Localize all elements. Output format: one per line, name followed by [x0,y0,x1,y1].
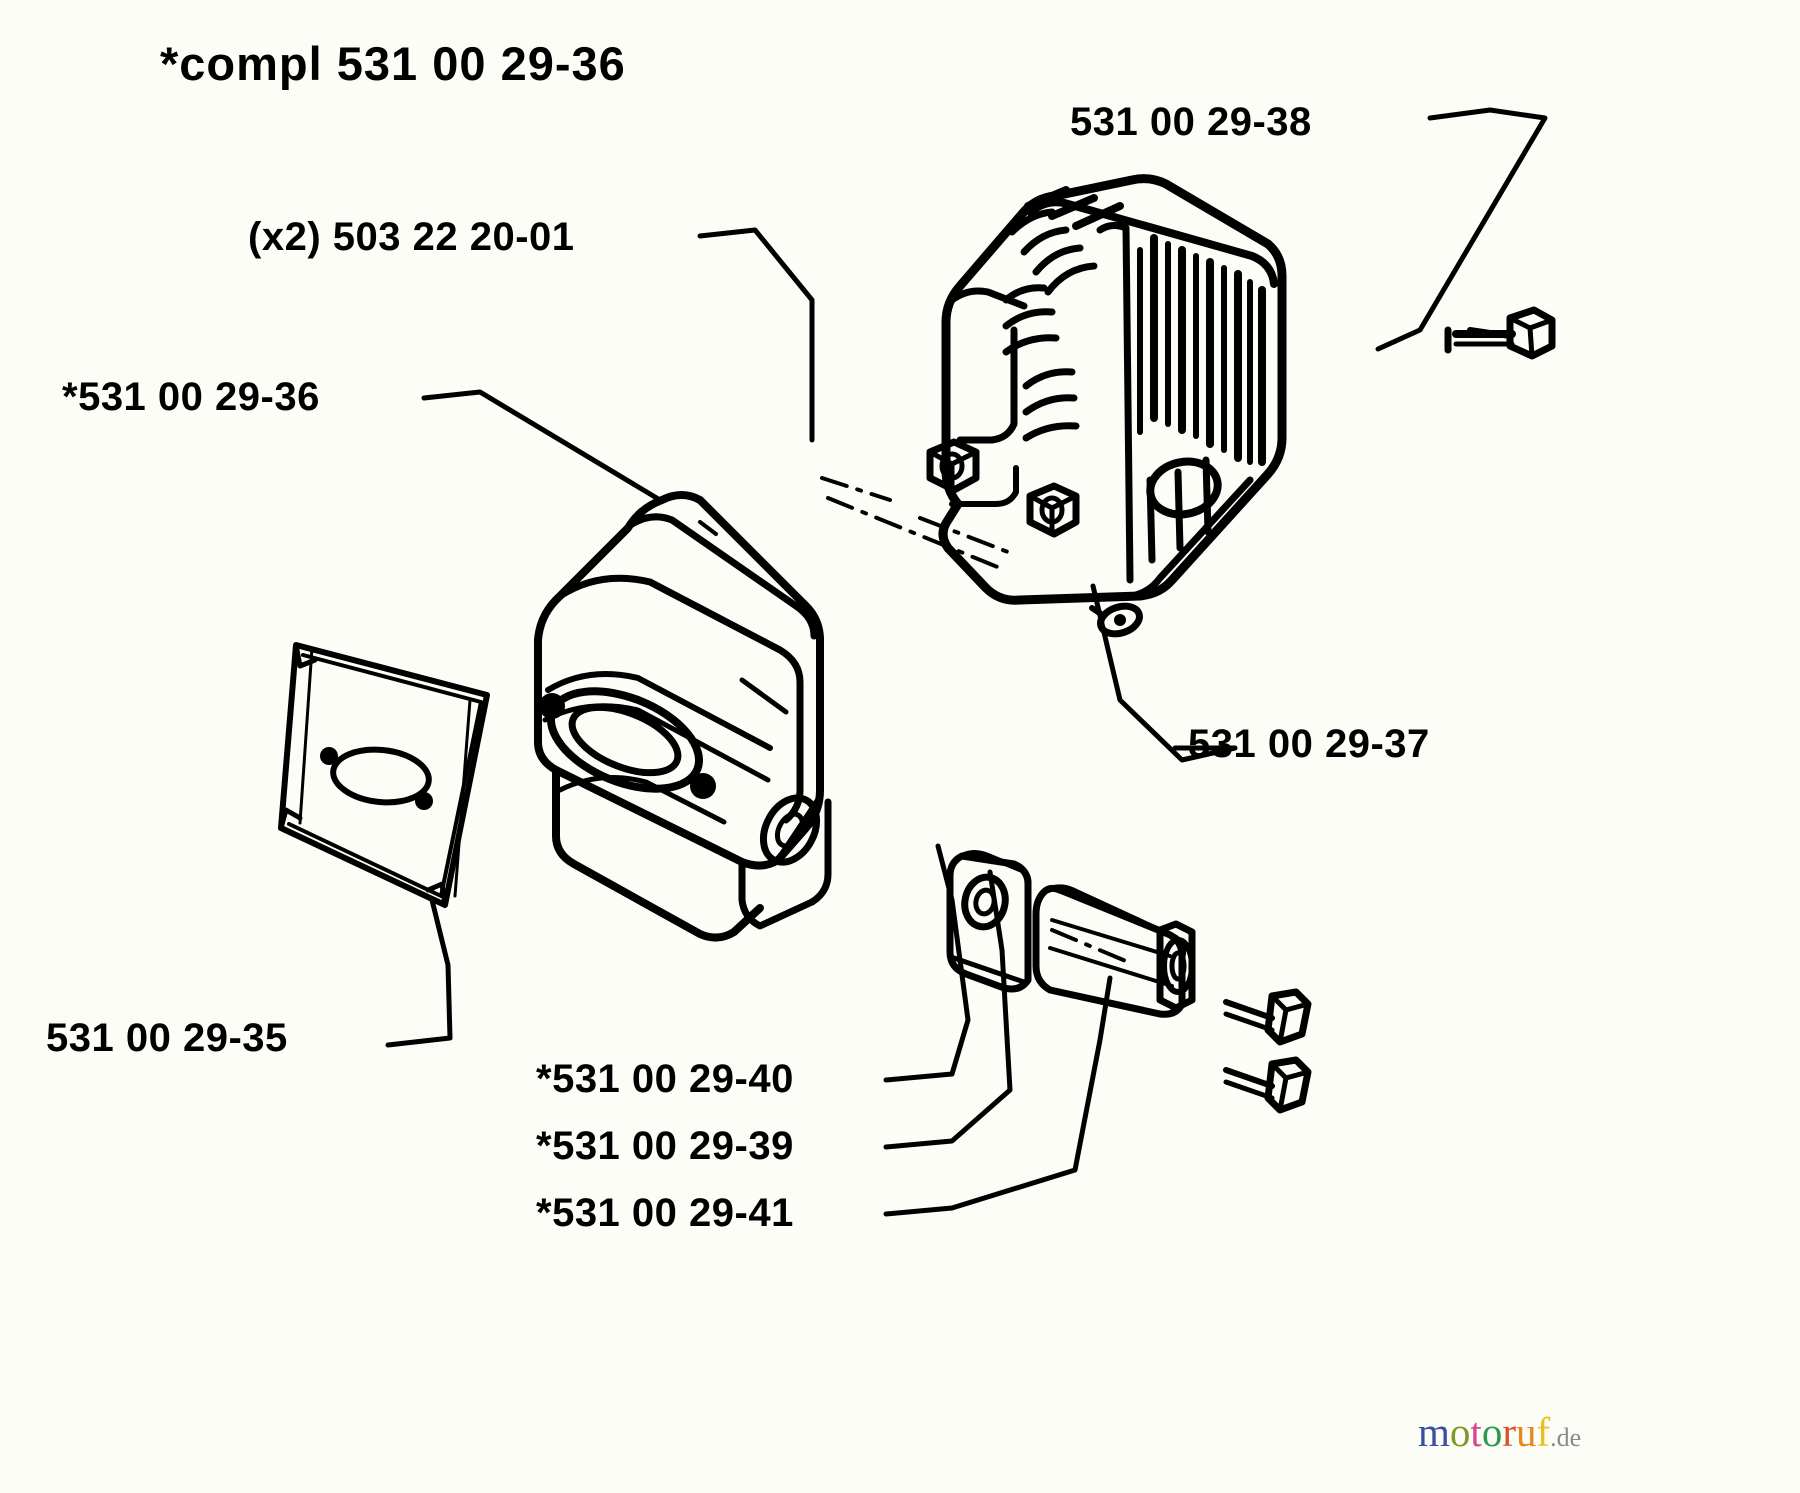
nut-upper-part [926,438,980,494]
watermark-letter-6: f [1536,1409,1551,1455]
site-watermark: motoruf.de [1418,1412,1581,1453]
part-label-531-00-29-36: *531 00 29-36 [62,375,320,419]
part-label-503-22-20-01: (x2) 503 22 20-01 [248,215,575,259]
watermark-letter-3: o [1481,1409,1503,1455]
muffler-cover-part [938,174,1287,638]
cover-bolt-part [1444,306,1556,360]
outlet-tube-part [1032,884,1196,1018]
part-label-531-00-29-38: 531 00 29-38 [1070,100,1312,144]
part-label-531-00-29-37: 531 00 29-37 [1188,722,1430,766]
muffler-body-part [534,491,832,942]
nut-lower-part [1026,482,1080,538]
leader-lines [385,107,1548,1217]
watermark-suffix: .de [1550,1423,1582,1452]
assembly-axis [820,476,1142,964]
spark-bracket-part [946,850,1032,993]
diagram-title: *compl 531 00 29-36 [160,37,626,90]
part-label-531-00-29-40: *531 00 29-40 [536,1057,794,1101]
watermark-letter-5: u [1515,1409,1537,1455]
part-label-531-00-29-41: *531 00 29-41 [536,1191,794,1235]
screw-lower-part [1223,1056,1312,1114]
part-label-531-00-29-39: *531 00 29-39 [536,1124,794,1168]
heat-shield-part [278,642,490,908]
watermark-letter-1: o [1449,1409,1471,1455]
part-label-531-00-29-35: 531 00 29-35 [46,1016,288,1060]
screw-upper-part [1223,988,1312,1046]
watermark-letter-4: r [1502,1409,1516,1455]
watermark-letter-2: t [1470,1409,1482,1455]
watermark-letter-0: m [1418,1409,1450,1455]
